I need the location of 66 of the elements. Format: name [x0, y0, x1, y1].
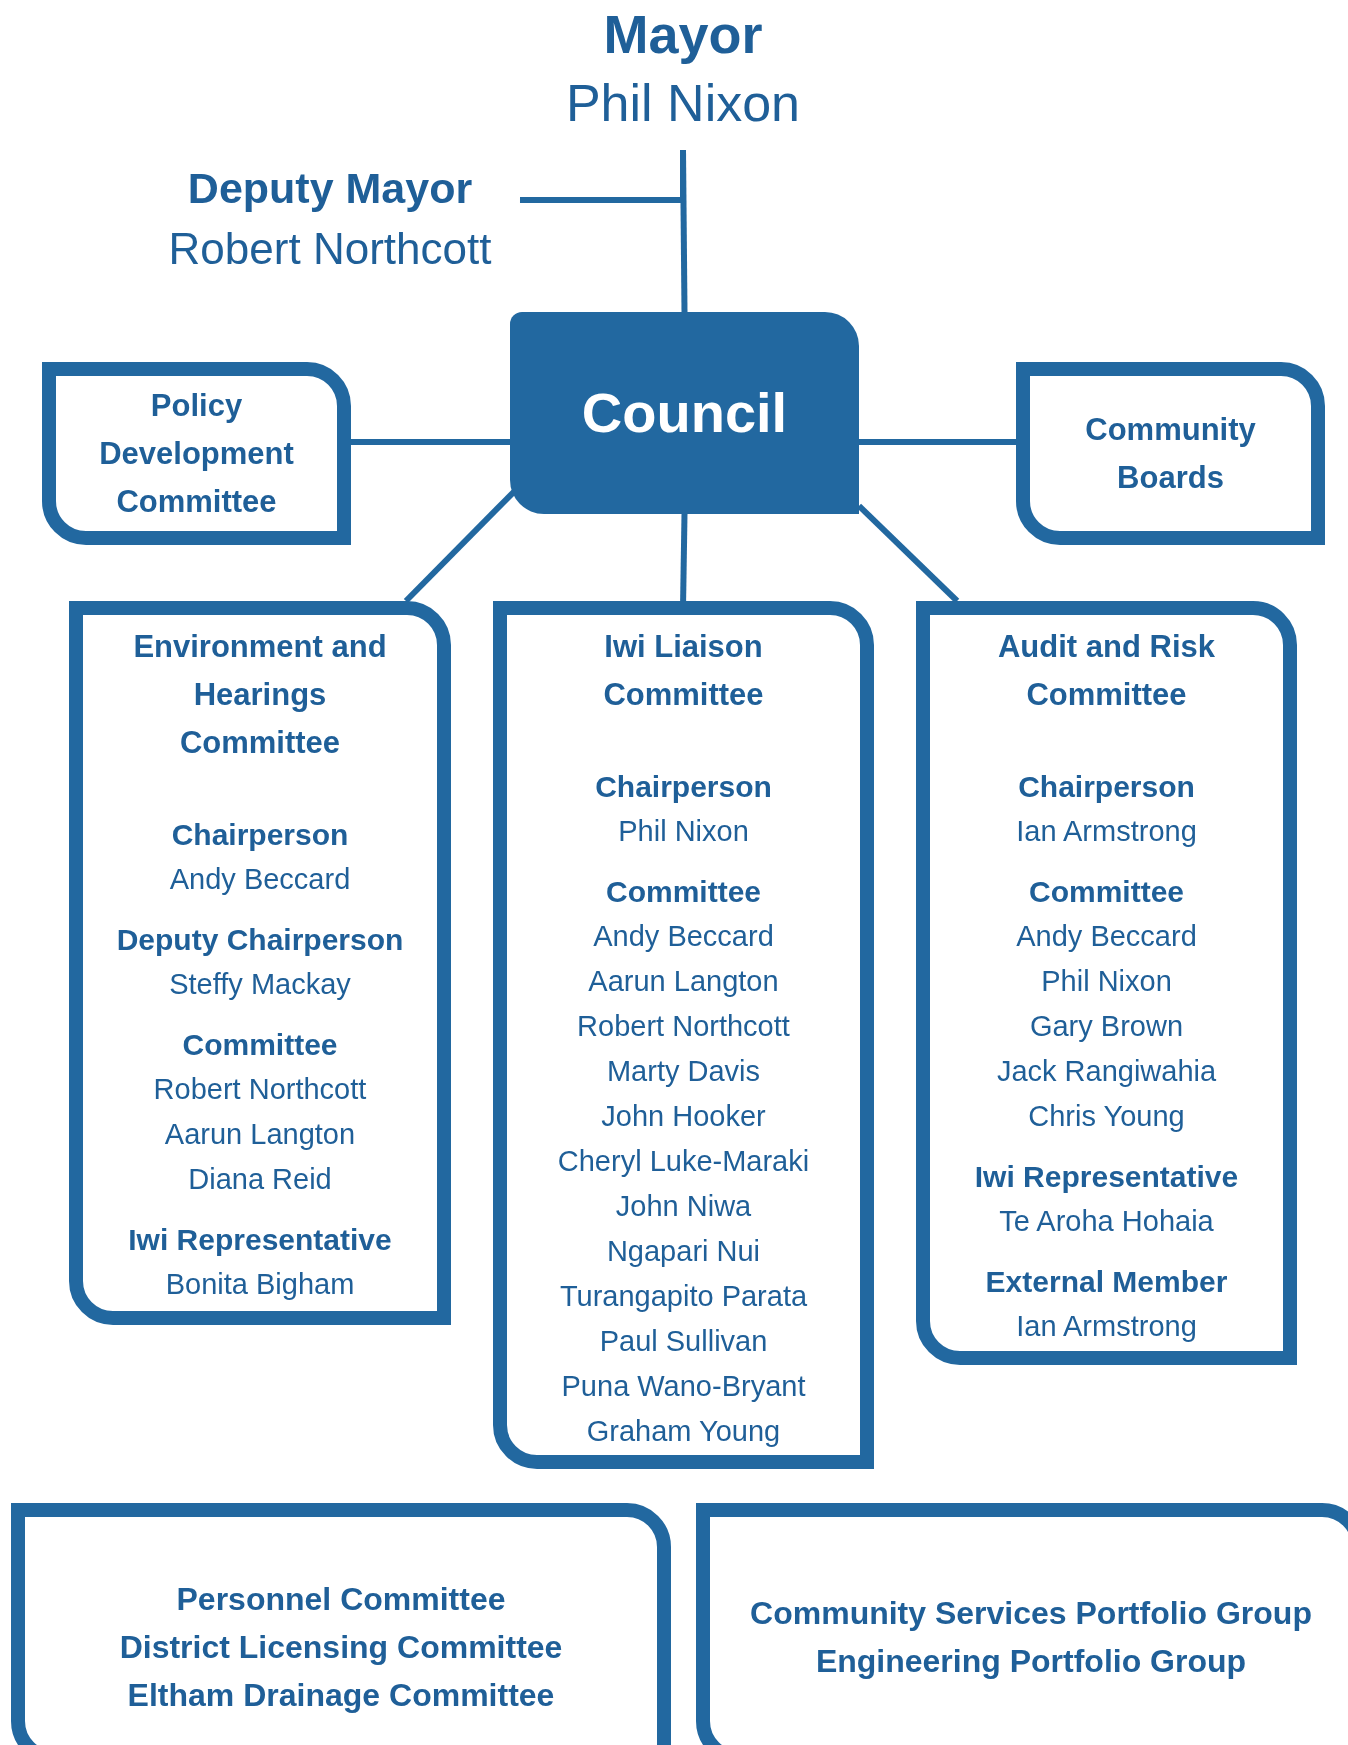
council-label: Council: [581, 380, 788, 446]
committee-name: District Licensing Committee: [119, 1628, 563, 1667]
member-name: Andy Beccard: [1016, 919, 1197, 954]
connector-line: [680, 513, 688, 602]
connector-line: [859, 438, 1016, 446]
title-text: Deputy Mayor: [187, 163, 473, 214]
role-label: Chairperson: [171, 817, 349, 853]
member-name: Aarun Langton: [164, 1117, 356, 1152]
role-label: Chairperson: [1018, 769, 1195, 805]
title-text: Mayor: [603, 3, 763, 66]
role-label: Committee: [606, 874, 761, 910]
member-name: Cheryl Luke-Maraki: [557, 1144, 810, 1179]
role-label: Chairperson: [595, 769, 772, 805]
role-label: Iwi Representative: [974, 1159, 1239, 1195]
connector-line: [403, 489, 516, 604]
role-label: Deputy Chairperson: [116, 922, 404, 958]
member-name: Graham Young: [586, 1414, 781, 1449]
member-name: Ian Armstrong: [1016, 814, 1197, 849]
member-name: Robert Northcott: [153, 1072, 367, 1107]
committee-box: [69, 601, 451, 1325]
role-label: Committee: [1029, 874, 1184, 910]
member-name: Diana Reid: [188, 1162, 332, 1197]
member-name: Andy Beccard: [169, 862, 351, 897]
member-name: Puna Wano-Bryant: [561, 1369, 806, 1404]
committee-box: [696, 1503, 1348, 1745]
member-name: Paul Sullivan: [599, 1324, 768, 1359]
member-name: John Niwa: [615, 1189, 752, 1224]
committee-name: Community Boards: [1084, 410, 1257, 497]
role-label: Committee: [182, 1027, 338, 1063]
connector-line: [520, 150, 686, 203]
member-name: Marty Davis: [606, 1054, 761, 1089]
member-name: Phil Nixon: [618, 814, 749, 849]
member-name: Steffy Mackay: [169, 967, 351, 1002]
council-box: [510, 312, 859, 514]
member-name: Turangapito Parata: [559, 1279, 808, 1314]
committee-name: Policy Development Committee: [98, 386, 295, 521]
name-text: Phil Nixon: [565, 73, 801, 134]
member-name: Ian Armstrong: [1016, 1309, 1197, 1344]
role-label: Iwi Representative: [128, 1222, 392, 1258]
member-name: Ngapari Nui: [606, 1234, 761, 1269]
committee-box: [493, 601, 874, 1469]
member-name: Gary Brown: [1029, 1009, 1184, 1044]
committee-heading: Audit and Risk Committee: [997, 628, 1216, 714]
member-name: Aarun Langton: [588, 964, 779, 999]
role-label: External Member: [985, 1264, 1228, 1300]
committee-box: [1016, 362, 1325, 545]
committee-heading: Environment and Hearings Committee: [132, 628, 388, 762]
committee-box: [11, 1503, 671, 1745]
committee-heading: Iwi Liaison Committee: [602, 628, 765, 714]
connector-line: [856, 503, 960, 604]
committee-box: [42, 362, 351, 545]
member-name: Chris Young: [1028, 1099, 1185, 1134]
member-name: Jack Rangiwahia: [996, 1054, 1217, 1089]
member-name: Phil Nixon: [1041, 964, 1172, 999]
member-name: Andy Beccard: [593, 919, 774, 954]
committee-name: Eltham Drainage Committee: [127, 1676, 555, 1715]
member-name: Te Aroha Hohaia: [999, 1204, 1214, 1239]
member-name: John Hooker: [601, 1099, 766, 1134]
member-name: Bonita Bigham: [165, 1267, 355, 1302]
name-text: Robert Northcott: [168, 223, 492, 275]
committee-name: Community Services Portfolio Group: [750, 1594, 1312, 1633]
connector-line: [351, 438, 510, 446]
committee-name: Engineering Portfolio Group: [815, 1642, 1247, 1681]
member-name: Robert Northcott: [577, 1009, 790, 1044]
committee-name: Personnel Committee: [176, 1580, 506, 1619]
committee-box: [916, 601, 1297, 1365]
